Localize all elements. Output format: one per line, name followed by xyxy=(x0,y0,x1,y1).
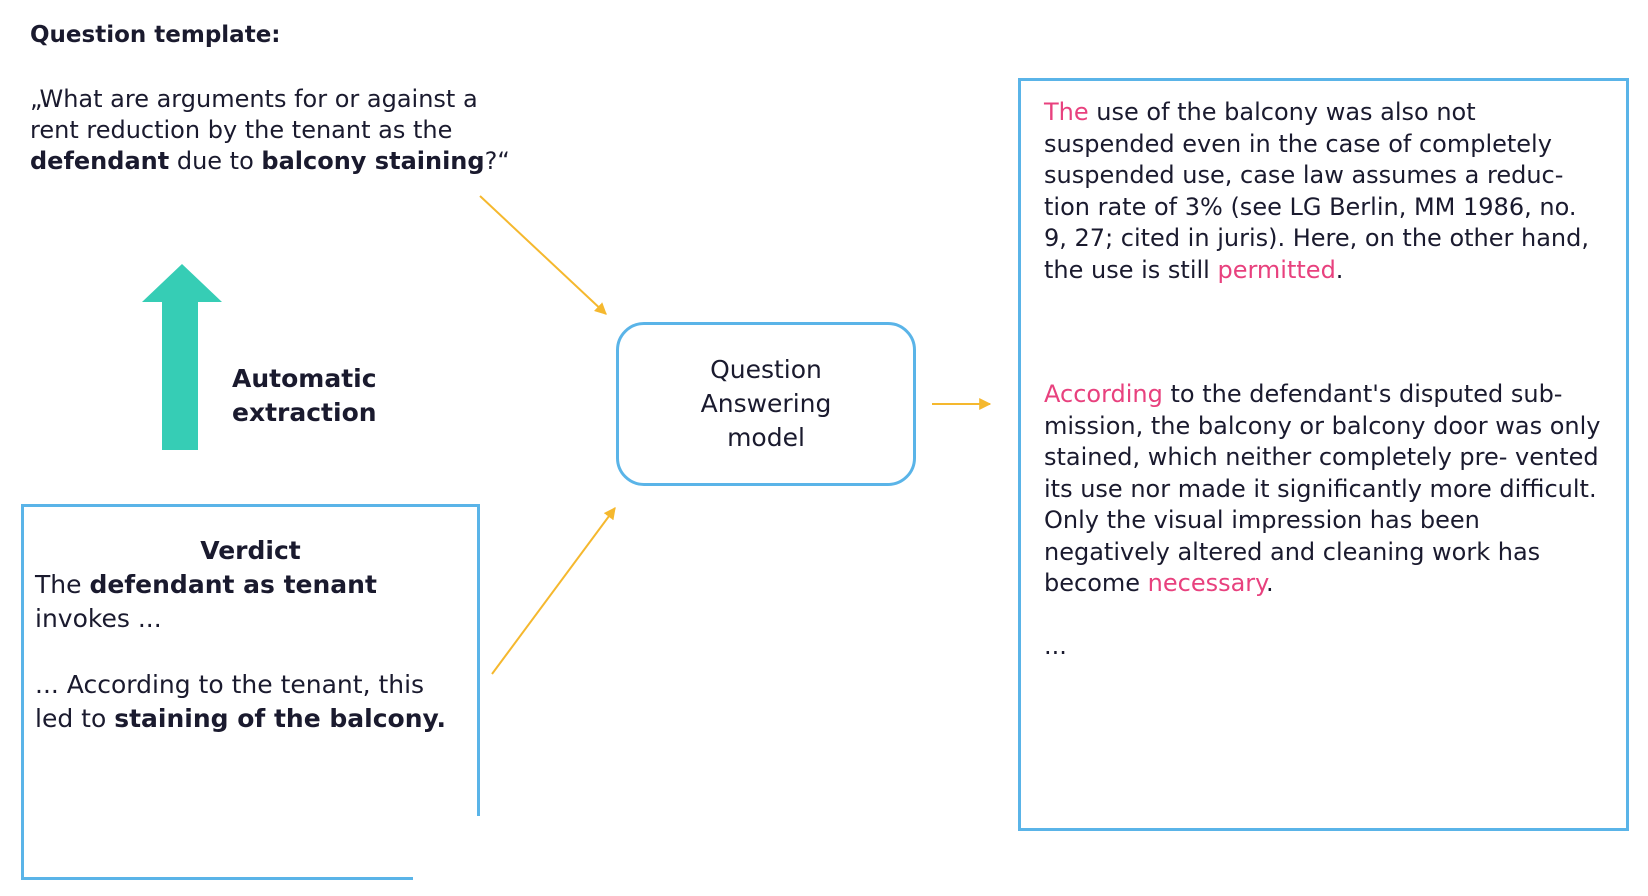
qa-model-label: Question Answering model xyxy=(636,353,896,455)
qt-part-2: defendant xyxy=(30,147,170,175)
answer-ellipsis: ... xyxy=(1044,632,1067,660)
verdict-p1-part-1: The xyxy=(35,570,90,599)
verdict-p2-part-1: ... According to the tenant, this led to xyxy=(35,670,425,733)
qt-part-3: due to xyxy=(169,147,262,175)
answer-p1-highlight-start: The xyxy=(1044,98,1089,126)
verdict-p1-part-2: defendant as tenant xyxy=(89,570,377,599)
question-template-text: „What are arguments for or against a ren… xyxy=(30,84,530,177)
qt-part-5: ?“ xyxy=(484,147,510,175)
verdict-p2-part-2: staining of the balcony. xyxy=(114,704,447,733)
answer-p2-body: to the defendant's disputed sub- mission… xyxy=(1044,380,1601,597)
qt-part-4: balcony staining xyxy=(261,147,485,175)
answer-paragraph-1: The use of the balcony was also not susp… xyxy=(1044,97,1604,286)
qa-model-box: Question Answering model xyxy=(616,322,916,486)
question-to-model-arrow xyxy=(479,195,607,315)
verdict-paragraph-2: ... According to the tenant, this led to… xyxy=(35,668,465,736)
answer-paragraph-2: According to the defendant's disputed su… xyxy=(1044,379,1604,600)
verdict-box-mask-right xyxy=(474,816,486,886)
extraction-up-arrow-icon xyxy=(142,264,222,450)
extraction-label-line2: extraction xyxy=(232,398,377,427)
answer-p1-period: . xyxy=(1335,255,1344,284)
verdict-title: Verdict xyxy=(200,536,301,565)
qa-model-line1: Question xyxy=(710,355,822,384)
extraction-arrow-shape xyxy=(142,264,222,450)
qa-model-line2: Answering xyxy=(700,389,832,418)
verdict-paragraph-1: The defendant as tenant invokes ... xyxy=(35,568,455,636)
extraction-label-line1: Automatic xyxy=(232,364,377,393)
question-template-heading: Question template: xyxy=(30,22,281,48)
answer-p2-period: . xyxy=(1265,569,1274,597)
answer-box xyxy=(1018,78,1629,831)
verdict-p1-part-3: invokes ... xyxy=(35,604,162,633)
answer-p1-highlight-end: permitted xyxy=(1217,255,1336,284)
verdict-box-left-edge xyxy=(21,816,24,880)
qa-model-line3: model xyxy=(727,423,805,452)
verdict-box-mask xyxy=(21,816,480,886)
verdict-to-model-arrow xyxy=(491,507,616,675)
answer-p1-body: use of the balcony was also not suspende… xyxy=(1044,98,1590,284)
verdict-box xyxy=(21,504,480,880)
verdict-box-bottom-edge xyxy=(21,877,413,880)
answer-p2-highlight-start: According xyxy=(1044,380,1163,408)
extraction-label: Automatic extraction xyxy=(232,362,377,430)
qt-part-1: „What are arguments for or against a ren… xyxy=(30,85,478,144)
answer-p2-highlight-end: necessary xyxy=(1147,569,1266,597)
